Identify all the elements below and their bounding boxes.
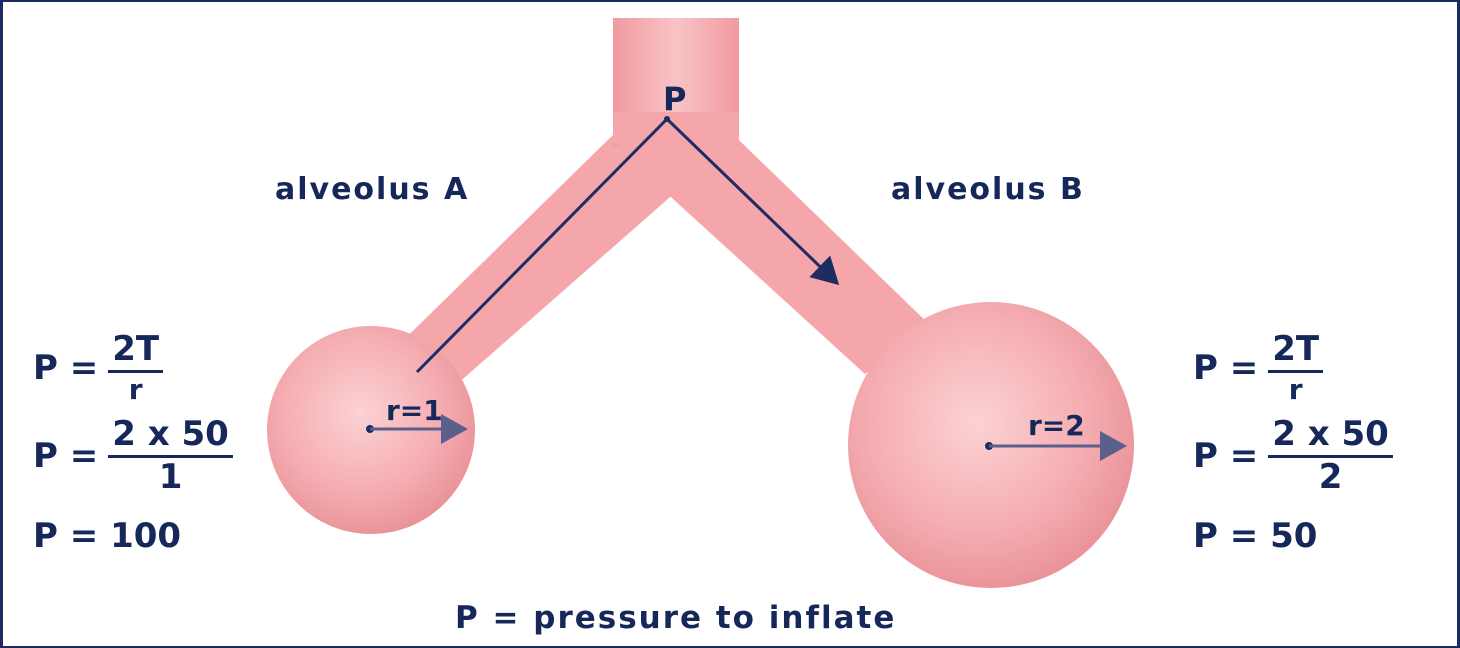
- result-b: P = 50: [1193, 516, 1317, 556]
- formula-a-lhs: P =: [33, 348, 98, 388]
- formula-b-denominator: r: [1289, 373, 1303, 404]
- substitution-a-denominator: 1: [159, 458, 183, 496]
- alveolus-b-title: alveolus B: [891, 172, 1085, 207]
- substitution-a-numerator: 2 x 50: [108, 417, 233, 458]
- formula-a-fraction: 2T r: [108, 332, 163, 404]
- formula-b-fraction: 2T r: [1268, 332, 1323, 404]
- radius-label-b: r=2: [1028, 409, 1085, 442]
- formula-a-denominator: r: [129, 373, 143, 404]
- formula-b-lhs: P =: [1193, 348, 1258, 388]
- formula-b-numerator: 2T: [1268, 332, 1323, 373]
- formula-a: P = 2T r: [33, 332, 163, 404]
- substitution-b-numerator: 2 x 50: [1268, 417, 1393, 458]
- substitution-b: P = 2 x 50 2: [1193, 417, 1393, 495]
- substitution-b-denominator: 2: [1319, 458, 1343, 496]
- pressure-path-a: [417, 119, 667, 372]
- substitution-a-lhs: P =: [33, 436, 98, 476]
- result-a: P = 100: [33, 516, 181, 556]
- formula-b: P = 2T r: [1193, 332, 1323, 404]
- pressure-label: P: [663, 80, 686, 118]
- substitution-b-lhs: P =: [1193, 436, 1258, 476]
- substitution-a-fraction: 2 x 50 1: [108, 417, 233, 495]
- caption: P = pressure to inflate: [455, 600, 896, 636]
- radius-label-a: r=1: [386, 394, 443, 427]
- substitution-b-fraction: 2 x 50 2: [1268, 417, 1393, 495]
- formula-a-numerator: 2T: [108, 332, 163, 373]
- alveolus-a-title: alveolus A: [275, 172, 469, 207]
- substitution-a: P = 2 x 50 1: [33, 417, 233, 495]
